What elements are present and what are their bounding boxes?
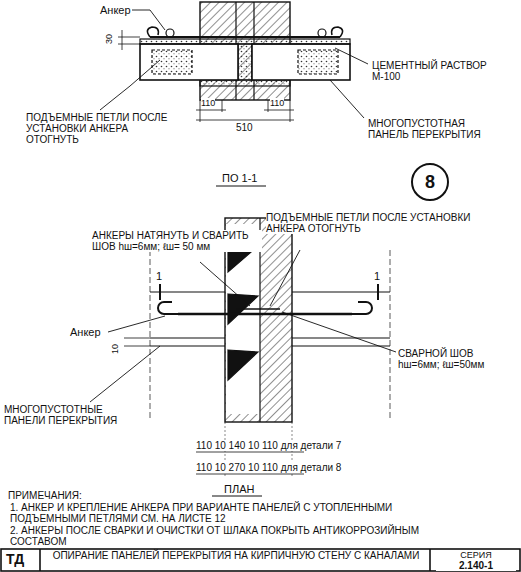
stamp-code: ТД [6, 552, 24, 567]
series-number: 2.140-1 [436, 560, 516, 571]
dimension: 510 [236, 122, 253, 133]
note-text: 2. АНКЕРЫ ПОСЛЕ СВАРКИ И ОЧИСТКИ ОТ ШЛАК… [10, 525, 470, 547]
view-title: ПЛАН [224, 483, 254, 495]
dimension: 110 10 140 10 110 для детали 7 [196, 440, 341, 451]
series-label: СЕРИЯ [436, 550, 516, 560]
part-label: Анкер [100, 4, 131, 16]
section-marker: 1 [374, 270, 380, 282]
dimension: 30 [104, 34, 114, 44]
callout-number: 8 [410, 162, 450, 202]
dimension: 110 [201, 98, 215, 108]
weld-label: СВАРНОЙ ШОВ hш=6мм; ℓш=50мм [398, 348, 508, 370]
part-label: МНОГОПУСТОТНАЯ ПАНЕЛЬ ПЕРЕКРЫТИЯ [368, 118, 508, 140]
section-title: ПО 1-1 [222, 172, 257, 184]
material-label: ЦЕМЕНТНЫЙ РАСТВОР М-100 [372, 60, 497, 82]
callout-circle: 8 [410, 162, 450, 202]
note-label: АНКЕРЫ НАТЯНУТЬ И СВАРИТЬ ШОВ hш=6мм; ℓш… [92, 230, 262, 252]
note-label: ПОДЪЕМНЫЕ ПЕТЛИ ПОСЛЕ УСТАНОВКИ АНКЕРА О… [266, 212, 501, 234]
note-text: 1. АНКЕР И КРЕПЛЕНИЕ АНКЕРА ПРИ ВАРИАНТЕ… [10, 502, 470, 524]
drawing-title: ОПИРАНИЕ ПАНЕЛЕЙ ПЕРЕКРЫТИЯ НА КИРПИЧНУЮ… [46, 550, 426, 561]
part-label: МНОГОПУСТОТНЫЕ ПАНЕЛИ ПЕРЕКРЫТИЯ [4, 404, 139, 426]
dimension: 110 10 270 10 110 для детали 8 [196, 462, 341, 473]
section-marker: 1 [156, 270, 162, 282]
part-label: Анкер [70, 326, 101, 338]
dimension: 110 [270, 98, 284, 108]
dimension: 10 [110, 344, 120, 354]
note-label: ПОДЪЕМНЫЕ ПЕТЛИ ПОСЛЕ УСТАНОВКИ АНКЕРА О… [26, 112, 176, 145]
notes-heading: ПРИМЕЧАНИЯ: [8, 490, 82, 501]
